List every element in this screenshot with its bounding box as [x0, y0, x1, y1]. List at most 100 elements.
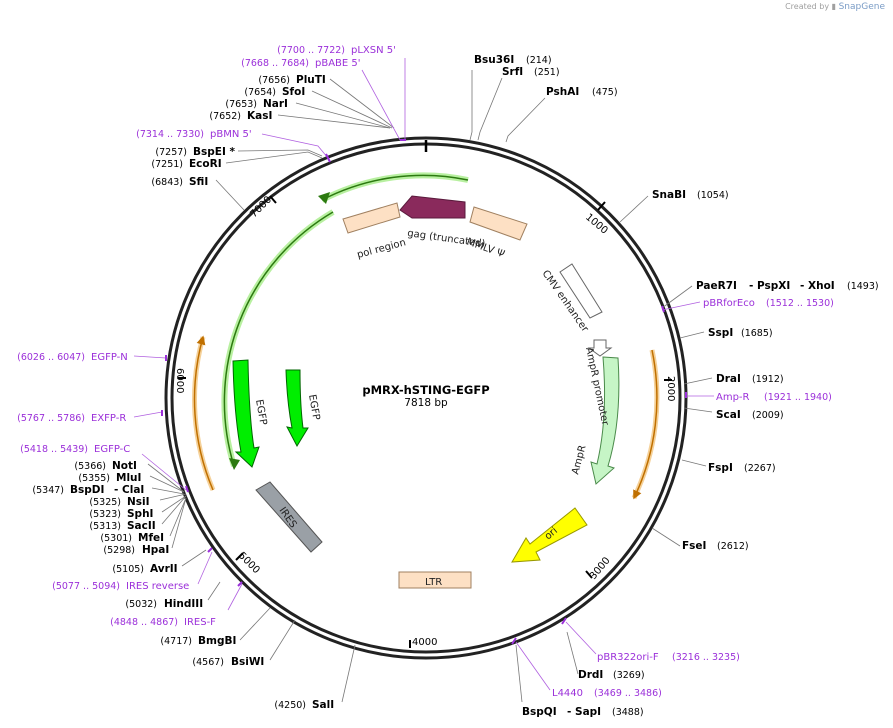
svg-text:IRES reverse: IRES reverse	[126, 581, 189, 592]
svg-text:(5077 .. 5094): (5077 .. 5094)	[52, 581, 120, 592]
site-bspdi: (5347) BspDI - ClaI	[32, 484, 144, 496]
site-fspi: FspI(2267)	[708, 462, 776, 474]
orientation-arc-right	[631, 349, 660, 500]
svg-text:NotI: NotI	[112, 460, 137, 472]
svg-text:(1512 .. 1530): (1512 .. 1530)	[766, 298, 834, 309]
svg-text:FspI: FspI	[708, 462, 733, 474]
site-avrii: (5105) AvrII	[112, 563, 177, 575]
svg-text:FseI: FseI	[682, 540, 706, 552]
feature-mmlv-psi	[469, 206, 528, 241]
feature-label: AmpR	[570, 444, 588, 476]
site-bmgbi: (4717)BmgBI	[160, 635, 236, 647]
svg-text:SfoI: SfoI	[282, 86, 305, 98]
site-sspi: SspI(1685)	[708, 327, 773, 339]
svg-text:SrfI: SrfI	[502, 66, 523, 78]
svg-text:HpaI: HpaI	[142, 544, 169, 556]
svg-text:SacII: SacII	[127, 520, 156, 532]
svg-text:(2009): (2009)	[752, 410, 784, 421]
svg-text:(7668 .. 7684): (7668 .. 7684)	[241, 58, 309, 69]
site-paer7i: PaeR7I - PspXI - XhoI (1493)	[696, 280, 879, 292]
svg-text:Bsu36I: Bsu36I	[474, 54, 514, 66]
svg-text:(3488): (3488)	[612, 707, 644, 718]
primer-egfp-n: (6026 .. 6047)EGFP-N	[17, 352, 128, 363]
svg-text:PluTI: PluTI	[296, 74, 326, 86]
svg-text:BspDI: BspDI	[70, 484, 104, 496]
site-fsei: FseI (2612)	[682, 540, 749, 552]
site-nari: (7653)NarI	[225, 98, 288, 110]
svg-text:SnaBI: SnaBI	[652, 189, 686, 201]
svg-text:(6843): (6843)	[151, 177, 183, 188]
svg-text:Amp-R: Amp-R	[716, 392, 750, 403]
svg-text:BspEI *: BspEI *	[193, 146, 236, 158]
svg-text:(7251): (7251)	[151, 159, 183, 170]
svg-text:pBRforEco: pBRforEco	[703, 298, 755, 309]
orientation-arc-right	[633, 349, 658, 500]
svg-text:ScaI: ScaI	[716, 409, 741, 421]
feature-egfp-2	[285, 369, 309, 448]
green-arc-left-head	[229, 458, 240, 470]
feature-ires	[255, 481, 323, 553]
svg-text:AvrII: AvrII	[150, 563, 178, 575]
svg-text:(475): (475)	[592, 87, 618, 98]
site-sfoi: (7654) SfoI	[244, 86, 305, 98]
svg-text:(4250): (4250)	[274, 700, 306, 711]
site-bsu36i: Bsu36I(214)	[474, 54, 552, 66]
site-sphi: (5323) SphI	[89, 508, 153, 520]
primer-leader-lines	[133, 58, 714, 691]
tick-label: 4000	[412, 637, 437, 648]
svg-text:(5355): (5355)	[78, 473, 110, 484]
feature-label: EGFP	[306, 394, 321, 421]
svg-text:(5323): (5323)	[89, 509, 121, 520]
feature-label: LTR	[425, 577, 442, 588]
svg-text:SfiI: SfiI	[189, 176, 208, 188]
svg-text:BspQI: BspQI	[522, 706, 557, 718]
svg-text:HindIII: HindIII	[164, 598, 203, 610]
svg-text:L4440: L4440	[552, 688, 583, 699]
svg-text:IRES-F: IRES-F	[184, 617, 216, 628]
site-bsiwi: (4567)BsiWI	[192, 656, 264, 668]
svg-text:SphI: SphI	[127, 508, 153, 520]
plasmid-name: pMRX-hSTING-EGFP	[362, 383, 489, 397]
svg-text:NsiI: NsiI	[127, 496, 150, 508]
svg-text:(3216 .. 3235): (3216 .. 3235)	[672, 652, 740, 663]
svg-text:(1493): (1493)	[847, 281, 879, 292]
svg-text:(5313): (5313)	[89, 521, 121, 532]
svg-text:pBABE 5': pBABE 5'	[315, 58, 361, 69]
leader-lines	[147, 70, 713, 703]
green-arc-top	[321, 174, 469, 201]
feature-gag	[399, 195, 466, 219]
primer-marks	[161, 139, 687, 645]
primer-l4440: L4440 (3469 .. 3486)	[552, 688, 662, 699]
svg-text:(4567): (4567)	[192, 657, 224, 668]
primer-pbabe: (7668 .. 7684) pBABE 5'	[241, 58, 360, 69]
svg-text:(2612): (2612)	[717, 541, 749, 552]
feature-cmv-enhancer	[559, 263, 603, 319]
svg-text:(7652): (7652)	[209, 111, 241, 122]
feature-pol-region	[342, 202, 401, 234]
svg-text:(3269): (3269)	[613, 670, 645, 681]
site-kasi: (7652)KasI	[209, 110, 272, 122]
primer-egfp-c: (5418 .. 5439)EGFP-C	[20, 444, 130, 455]
svg-text:DrdI: DrdI	[578, 669, 603, 681]
site-pluti: (7656)PluTI	[258, 74, 325, 86]
svg-text:(5767 .. 5786): (5767 .. 5786)	[17, 413, 85, 424]
svg-text:(5325): (5325)	[89, 497, 121, 508]
primer-exfp-r: (5767 .. 5786)EXFP-R	[17, 413, 126, 424]
site-bspei: (7257)BspEI *	[155, 146, 235, 158]
svg-text:(3469 .. 3486): (3469 .. 3486)	[594, 688, 662, 699]
tick-label: 6000	[174, 368, 185, 393]
svg-text:BmgBI: BmgBI	[198, 635, 236, 647]
green-arc-left	[223, 211, 334, 467]
site-bspqi: BspQI - SapI (3488)	[522, 706, 644, 718]
svg-text:(5298): (5298)	[103, 545, 135, 556]
site-drdi: DrdI (3269)	[578, 669, 645, 681]
svg-text:MfeI: MfeI	[138, 532, 164, 544]
svg-text:DraI: DraI	[716, 373, 741, 385]
svg-text:EGFP-C: EGFP-C	[94, 444, 130, 455]
svg-text:PaeR7I: PaeR7I	[696, 280, 737, 292]
site-mlui: (5355)MluI	[78, 472, 141, 484]
svg-text:(5105): (5105)	[112, 564, 144, 575]
svg-text:(7654): (7654)	[244, 87, 276, 98]
primer-pbr322ori: pBR322ori-F(3216 .. 3235)	[597, 652, 740, 663]
tick-marks	[178, 195, 672, 648]
